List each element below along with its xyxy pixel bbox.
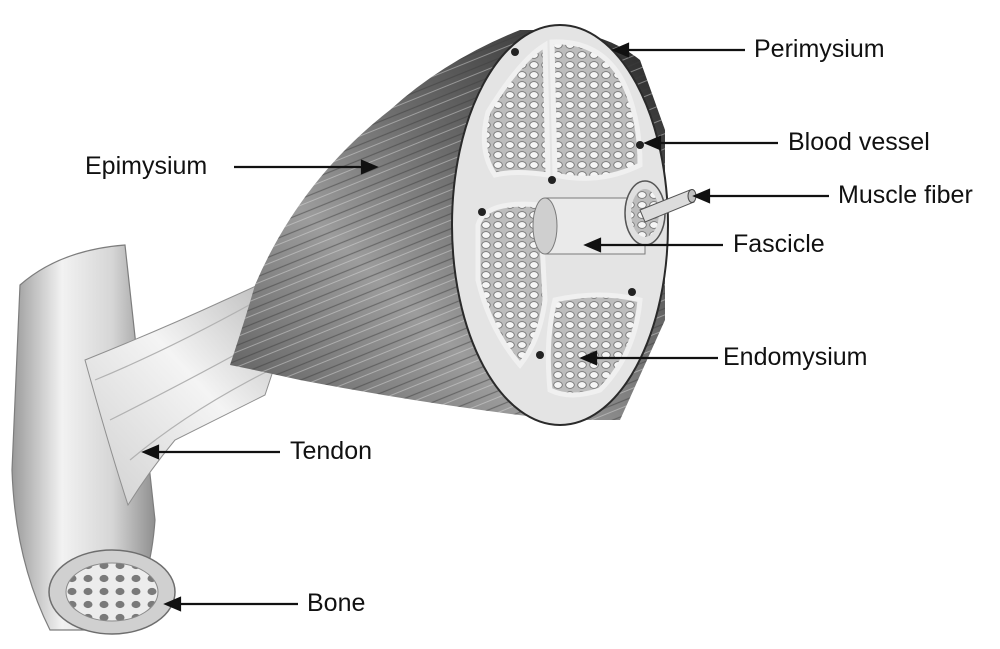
bone-pointer — [166, 598, 298, 610]
label-bone: Bone — [307, 591, 365, 616]
perimysium-pointer — [614, 44, 745, 56]
blood-vessel-pointer — [646, 137, 778, 149]
label-fascicle: Fascicle — [733, 232, 825, 257]
label-endomysium: Endomysium — [723, 345, 868, 370]
label-blood-vessel: Blood vessel — [788, 130, 930, 155]
muscle-fiber-pointer — [695, 190, 829, 202]
label-epimysium: Epimysium — [85, 154, 207, 179]
label-tendon: Tendon — [290, 439, 372, 464]
label-muscle-fiber: Muscle fiber — [838, 183, 973, 208]
label-perimysium: Perimysium — [754, 37, 885, 62]
